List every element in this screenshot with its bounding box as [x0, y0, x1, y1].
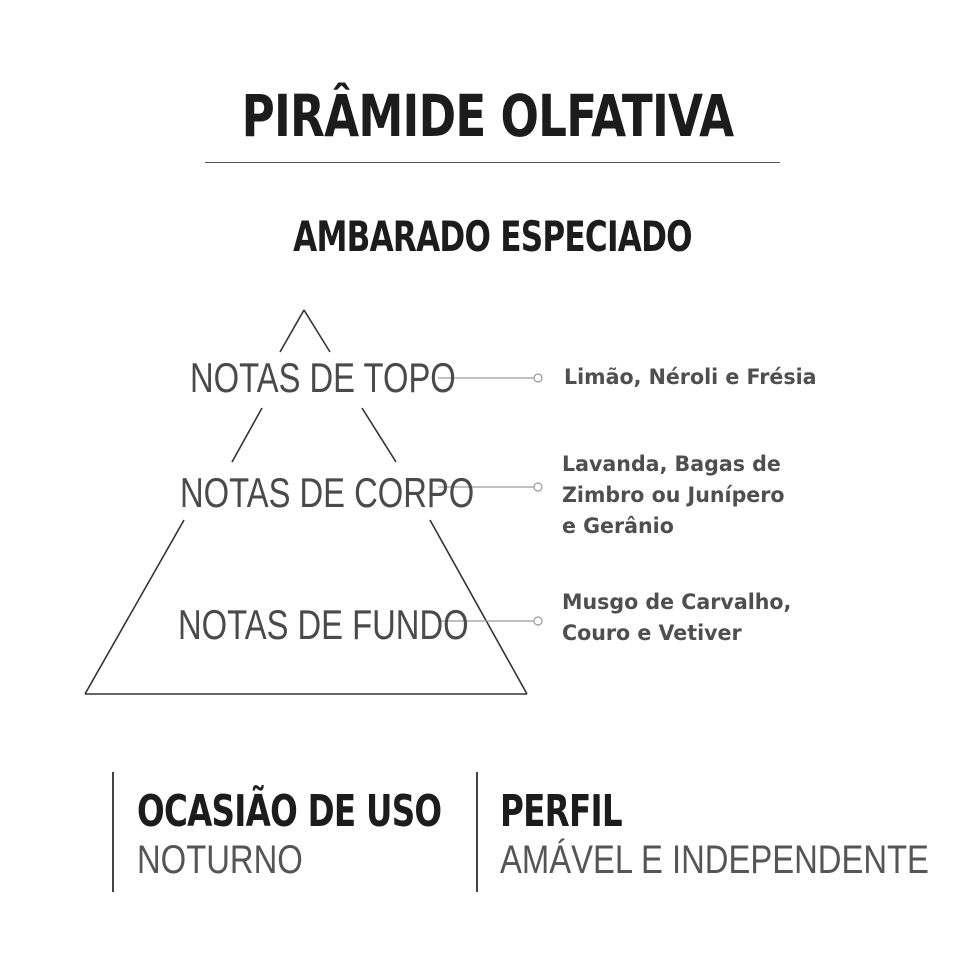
notes-middle: Lavanda, Bagas de Zimbro ou Junípero e G… — [562, 449, 785, 542]
notes-bottom-line: Couro e Vetiver — [562, 621, 742, 645]
connector-dot-bottom — [533, 616, 543, 626]
pyramid-edge-left-bottom — [84, 519, 185, 695]
notes-middle-line: e Gerânio — [562, 514, 674, 538]
fragrance-family: AMBARADO ESPECIADO — [293, 212, 692, 261]
page-title: PIRÂMIDE OLFATIVA — [241, 82, 735, 150]
info-divider-left — [112, 772, 114, 892]
pyramid-edge-right-top — [303, 309, 331, 353]
connector-dot-top — [533, 373, 543, 383]
notes-middle-line: Zimbro ou Junípero — [562, 483, 785, 507]
info-divider-right — [476, 772, 478, 892]
pyramid-edge-right-bottom — [429, 519, 528, 695]
occasion-value: NOTURNO — [137, 838, 303, 882]
notes-top-line: Limão, Néroli e Frésia — [564, 365, 817, 389]
pyramid-outline — [84, 309, 528, 695]
pyramid-edge-left-top — [279, 309, 305, 353]
notes-top: Limão, Néroli e Frésia — [564, 362, 817, 393]
notes-bottom: Musgo de Carvalho, Couro e Vetiver — [562, 587, 791, 649]
tier-label-top: NOTAS DE TOPO — [190, 354, 456, 401]
profile-heading: PERFIL — [500, 786, 623, 837]
connector-dot-middle — [533, 482, 543, 492]
pyramid-edge-right-mid — [361, 407, 397, 463]
occasion-heading: OCASIÃO DE USO — [137, 786, 442, 837]
notes-middle-line: Lavanda, Bagas de — [562, 452, 781, 476]
tier-label-middle: NOTAS DE CORPO — [180, 469, 475, 516]
pyramid-edge-left-mid — [231, 407, 263, 463]
tier-label-bottom: NOTAS DE FUNDO — [178, 601, 469, 648]
notes-bottom-line: Musgo de Carvalho, — [562, 590, 792, 614]
profile-value: AMÁVEL E INDEPENDENTE — [500, 838, 929, 882]
title-divider — [205, 162, 780, 163]
